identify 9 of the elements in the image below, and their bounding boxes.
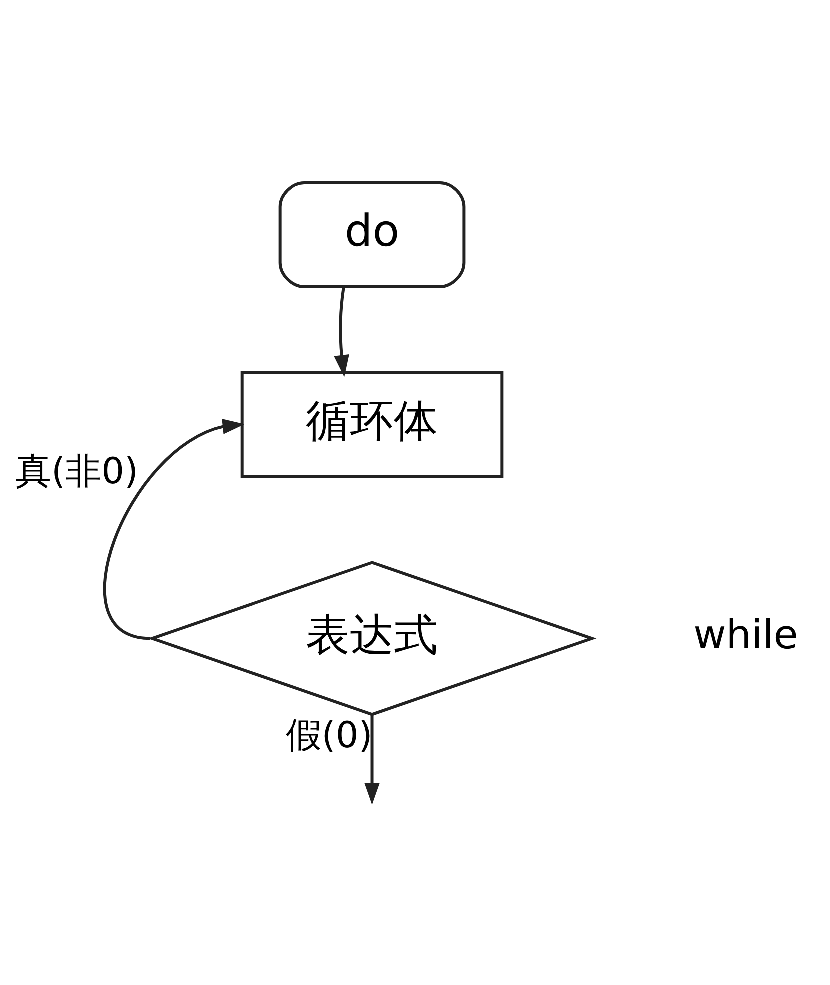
- arrow: [103, 419, 245, 640]
- node-box: do: [278, 182, 466, 288]
- node-diamond: 表达式: [148, 561, 597, 716]
- node-label: while: [694, 612, 798, 659]
- edge-label: 真(非0): [16, 451, 138, 492]
- arrow: [364, 715, 380, 805]
- edge-label: 假(0): [286, 715, 373, 756]
- arrow: [334, 288, 350, 378]
- node-box: 循环体: [240, 371, 504, 478]
